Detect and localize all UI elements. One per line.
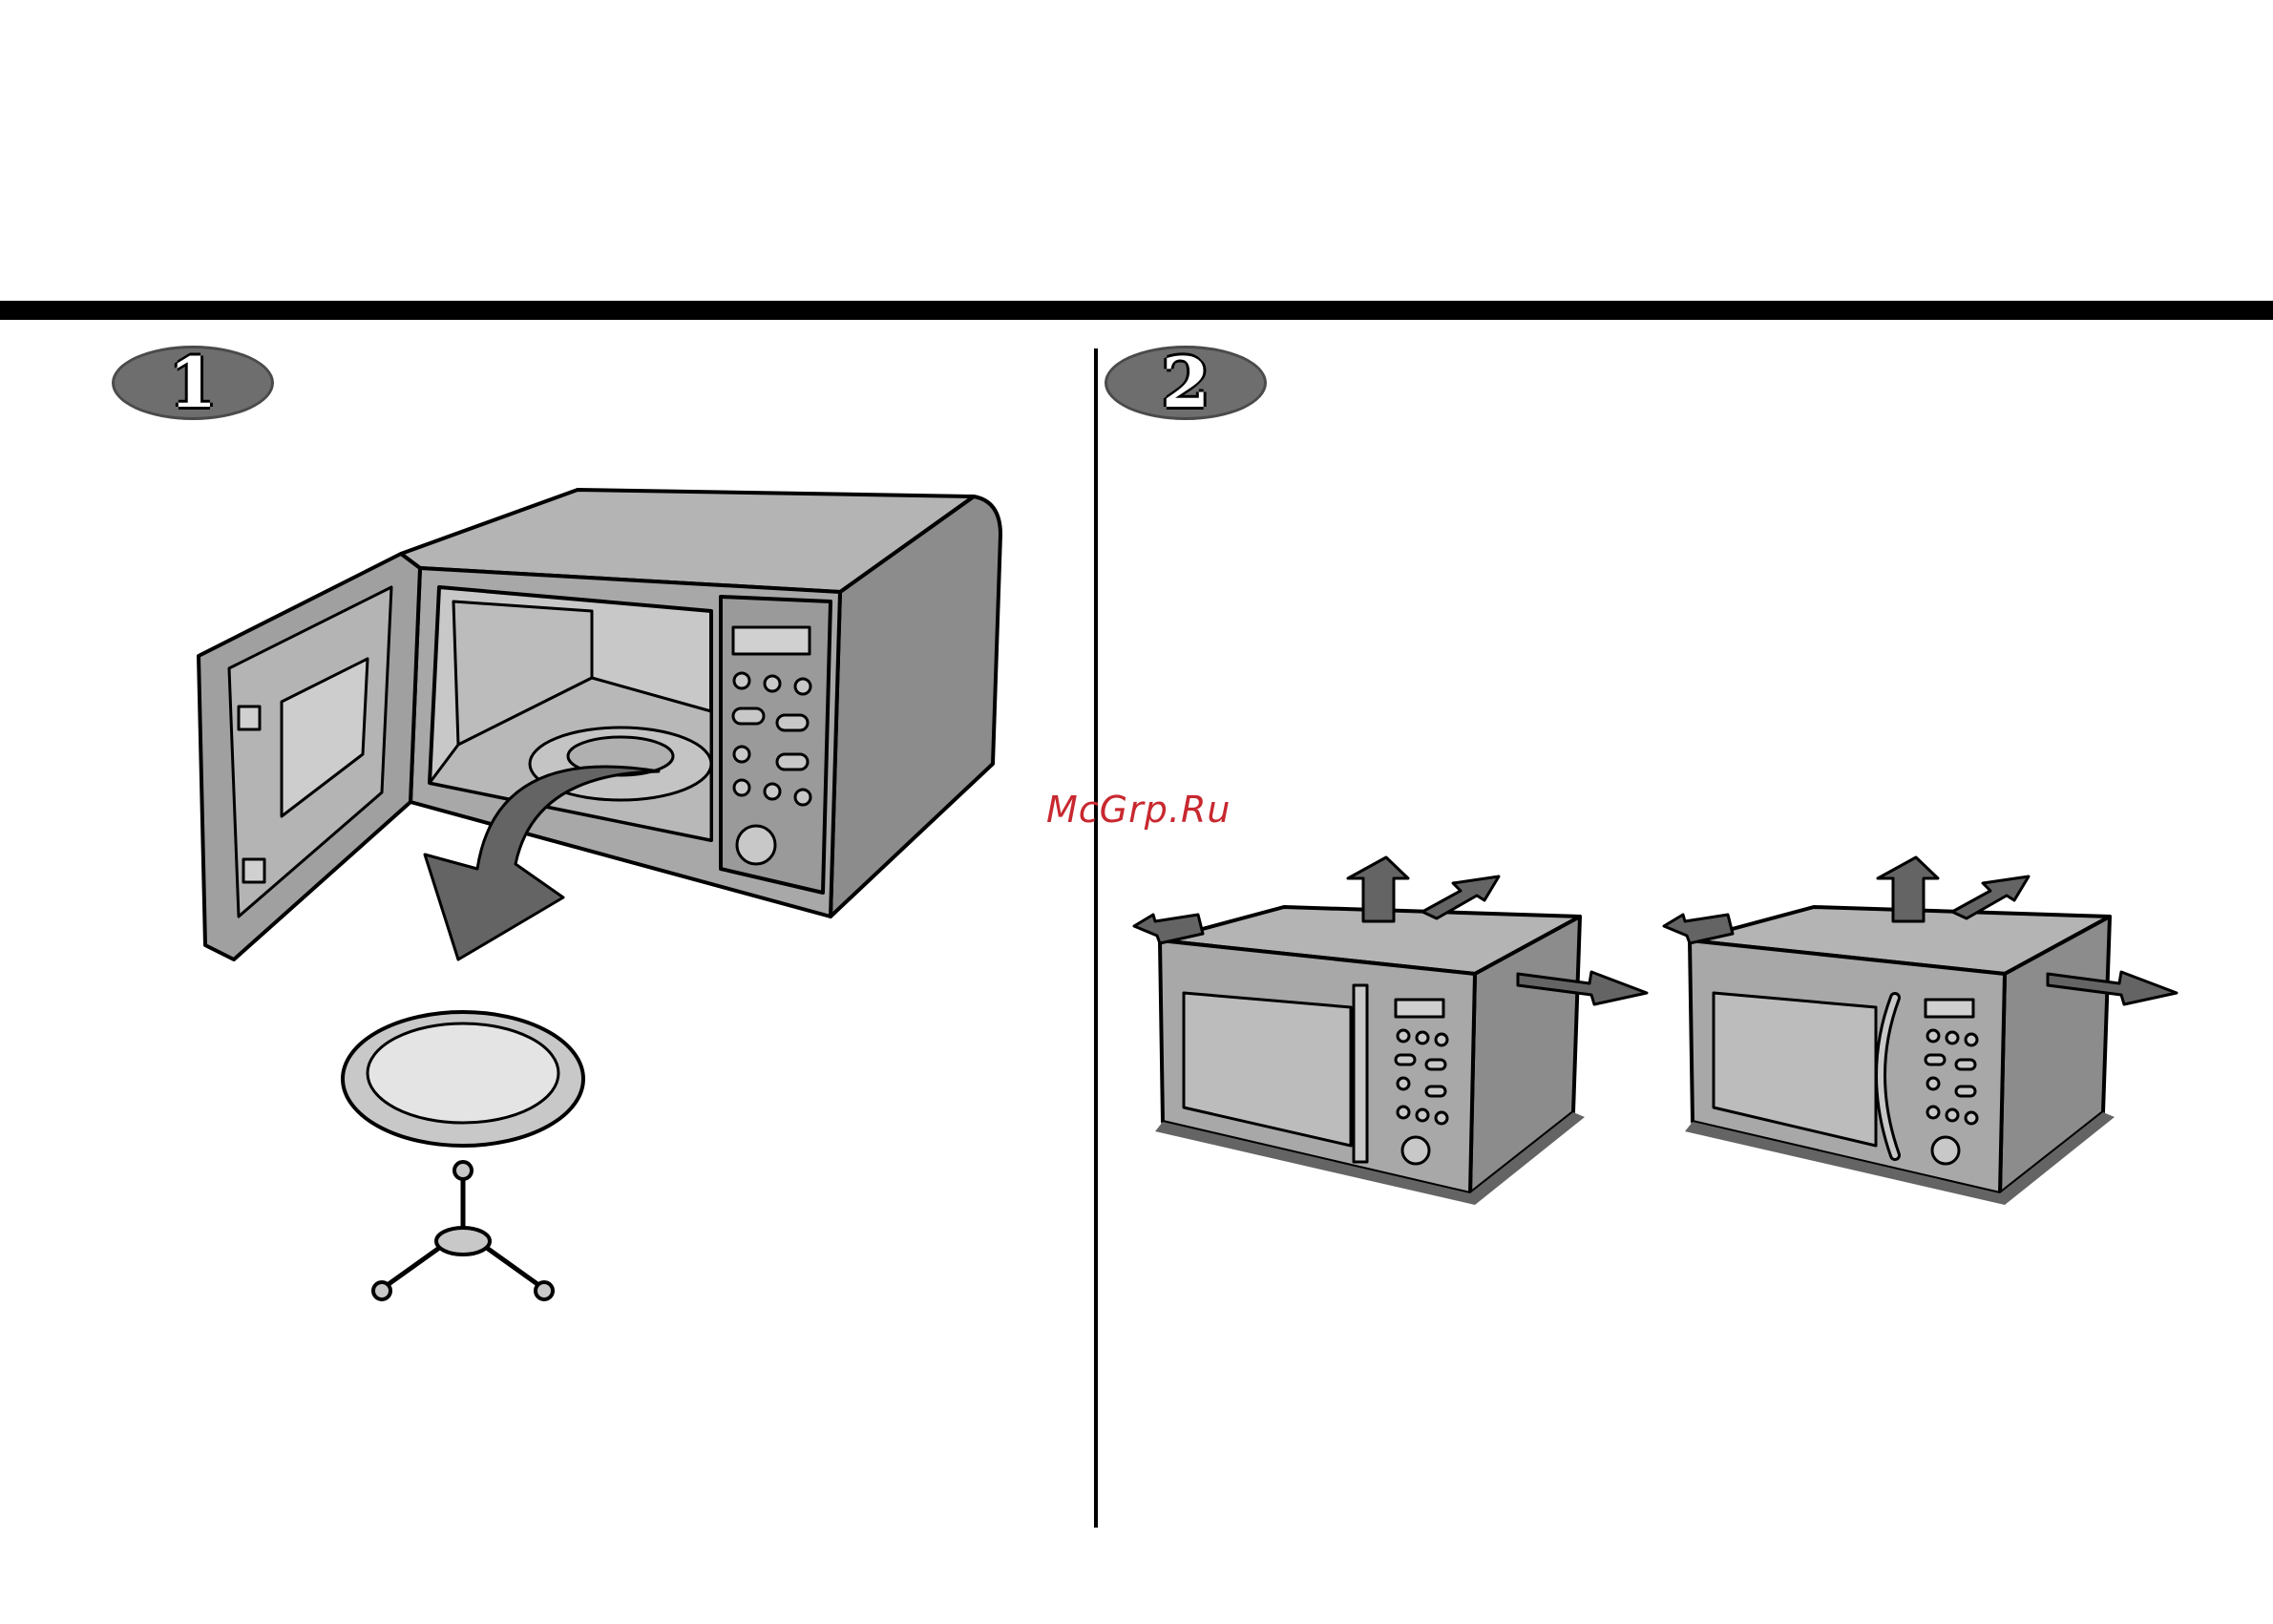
microwave-clearance-b-icon xyxy=(1664,857,2177,1205)
watermark-text: McGrp.Ru xyxy=(1046,789,1231,831)
roller-support-icon xyxy=(373,1162,553,1299)
glass-tray-icon xyxy=(343,1012,583,1146)
open-microwave-icon xyxy=(199,490,1000,960)
microwave-clearance-a-icon xyxy=(1134,857,1647,1205)
